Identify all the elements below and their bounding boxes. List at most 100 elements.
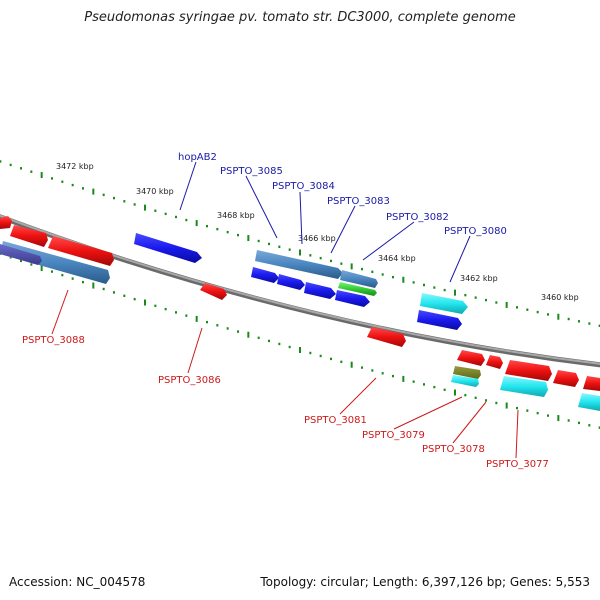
gene-labels-forward: hopAB2 PSPTO_3085 PSPTO_3084 PSPTO_3083 … xyxy=(178,152,507,237)
major-tick xyxy=(299,249,301,256)
gene-label[interactable]: hopAB2 xyxy=(178,152,217,163)
minor-tick xyxy=(578,320,580,323)
minor-tick xyxy=(9,163,12,167)
gene-PSPTO_3082-b[interactable] xyxy=(335,290,370,307)
minor-tick xyxy=(82,280,84,284)
gene-PSPTO_3079-a[interactable] xyxy=(457,350,485,366)
minor-tick xyxy=(474,296,477,299)
reverse-genes[interactable] xyxy=(0,216,600,411)
minor-tick xyxy=(30,170,33,173)
scale-ring-lower xyxy=(0,252,600,429)
minor-tick xyxy=(61,180,64,183)
minor-tick xyxy=(485,399,487,402)
major-tick xyxy=(454,289,456,296)
minor-tick xyxy=(113,291,115,294)
gene-PSPTO_3082[interactable] xyxy=(304,282,336,299)
gene-purple-left[interactable] xyxy=(0,244,42,265)
major-tick xyxy=(92,282,95,289)
gene-PSPTO_3080[interactable] xyxy=(420,293,468,314)
gene-red-left-2[interactable] xyxy=(10,225,48,247)
minor-tick xyxy=(547,313,549,316)
gene-label[interactable]: PSPTO_3084 xyxy=(272,181,335,192)
minor-tick xyxy=(340,262,343,265)
gene-label[interactable]: PSPTO_3078 xyxy=(422,444,485,455)
minor-tick xyxy=(536,310,539,314)
gene-label[interactable]: PSPTO_3080 xyxy=(444,226,507,237)
major-tick xyxy=(402,276,405,283)
minor-tick xyxy=(226,327,229,330)
major-tick xyxy=(557,313,560,320)
minor-tick xyxy=(51,177,53,180)
minor-tick xyxy=(526,409,529,412)
gene-PSPTO_3084-b[interactable] xyxy=(277,274,305,290)
minor-tick xyxy=(526,308,529,311)
gene-label[interactable]: PSPTO_3079 xyxy=(362,430,425,441)
gene-red-right-2[interactable] xyxy=(583,376,600,391)
gene-hopAB2[interactable] xyxy=(134,233,202,263)
gene-PSPTO_3078[interactable] xyxy=(505,360,552,381)
minor-tick xyxy=(340,360,343,364)
minor-tick xyxy=(288,248,291,251)
minor-tick xyxy=(175,311,177,314)
major-tick xyxy=(247,331,250,338)
gene-PSPTO_3077[interactable] xyxy=(500,376,548,397)
gene-PSPTO_3084[interactable] xyxy=(251,267,279,283)
minor-tick xyxy=(61,273,64,277)
gene-PSPTO_3080-b[interactable] xyxy=(417,310,462,330)
scale-labels: 3472 kbp 3470 kbp 3468 kbp 3466 kbp 3464… xyxy=(56,162,579,302)
major-tick xyxy=(92,188,95,195)
gene-label[interactable]: PSPTO_3081 xyxy=(304,415,367,426)
gene-label[interactable]: PSPTO_3088 xyxy=(22,335,85,346)
gene-steel-left[interactable] xyxy=(0,241,110,284)
minor-tick xyxy=(319,256,322,260)
minor-tick xyxy=(392,374,394,378)
major-tick xyxy=(350,361,353,368)
minor-tick xyxy=(433,385,436,389)
minor-tick xyxy=(288,345,291,349)
gene-label[interactable]: PSPTO_3085 xyxy=(220,166,283,177)
minor-tick xyxy=(392,275,394,279)
minor-tick xyxy=(423,383,425,386)
forward-genes-lower[interactable] xyxy=(251,267,462,330)
minor-tick xyxy=(9,256,12,259)
minor-tick xyxy=(20,167,22,170)
gene-PSPTO_3079-b[interactable] xyxy=(486,355,503,369)
minor-tick xyxy=(371,270,374,274)
scale-label: 3466 kbp xyxy=(298,234,336,243)
minor-tick xyxy=(412,281,415,284)
minor-tick xyxy=(567,317,570,321)
gene-red-right-1[interactable] xyxy=(553,370,579,387)
gene-PSPTO_3083-b[interactable] xyxy=(338,282,377,296)
gene-PSPTO_3086[interactable] xyxy=(200,283,227,300)
gene-PSPTO_3083-a[interactable] xyxy=(340,270,378,288)
minor-tick xyxy=(588,322,591,325)
gene-PSPTO_3079-cyan[interactable] xyxy=(451,375,479,387)
minor-tick xyxy=(588,424,591,427)
minor-tick xyxy=(154,209,157,212)
minor-tick xyxy=(20,259,22,263)
scale-ring-upper xyxy=(0,160,600,327)
gene-PSPTO_3079-olive[interactable] xyxy=(453,366,481,379)
major-tick xyxy=(350,263,353,270)
gene-PSPTO_3081[interactable] xyxy=(367,327,406,347)
gene-cyan-right[interactable] xyxy=(578,393,600,411)
minor-tick xyxy=(278,245,281,248)
minor-tick xyxy=(464,293,467,297)
minor-tick xyxy=(516,406,518,410)
gene-label[interactable]: PSPTO_3083 xyxy=(327,196,390,207)
major-tick xyxy=(40,172,43,179)
gene-red-left-1[interactable] xyxy=(0,216,12,229)
minor-tick xyxy=(206,320,208,324)
gene-PSPTO_3088[interactable] xyxy=(48,236,114,266)
forward-genes[interactable] xyxy=(134,233,468,314)
minor-tick xyxy=(102,287,105,291)
gene-PSPTO_3085[interactable] xyxy=(255,250,343,279)
minor-tick xyxy=(423,283,425,287)
minor-tick xyxy=(309,254,312,257)
major-tick xyxy=(144,204,146,211)
gene-label[interactable]: PSPTO_3086 xyxy=(158,375,221,386)
minor-tick xyxy=(71,183,74,187)
gene-label[interactable]: PSPTO_3077 xyxy=(486,459,549,470)
gene-label[interactable]: PSPTO_3082 xyxy=(386,212,449,223)
